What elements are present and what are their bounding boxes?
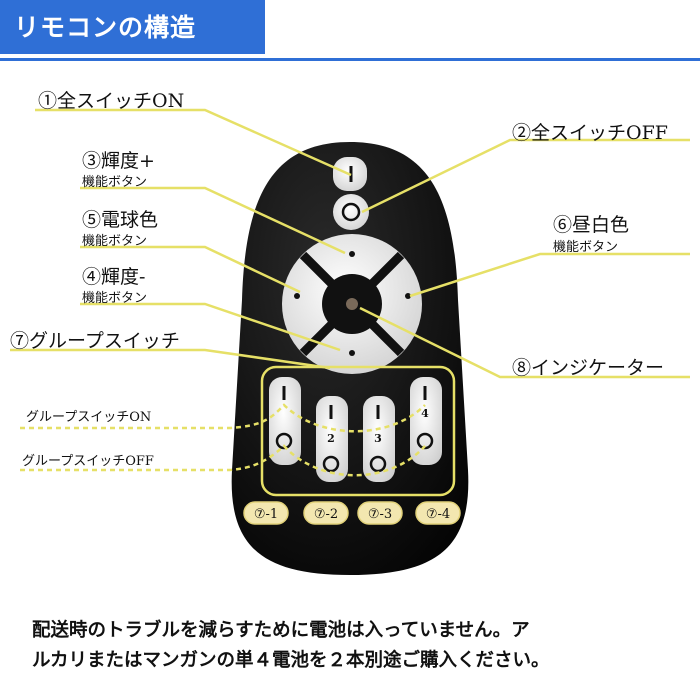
indicator-light — [346, 298, 358, 310]
label-brightness-down-sub: 機能ボタン — [82, 291, 148, 306]
label-daylight-color-sub: 機能ボタン — [553, 240, 619, 255]
page-title: リモコンの構造 — [14, 13, 197, 42]
label-group-on: グループスイッチON — [26, 410, 152, 425]
group-number-4: 4 — [421, 407, 429, 420]
label-group-switch: ⑦グループスイッチ — [10, 330, 180, 352]
group-number-2: 2 — [327, 432, 335, 445]
title-underline — [0, 58, 700, 61]
group-number-3: 3 — [374, 432, 382, 445]
battery-notice: 配送時のトラブルを減らすために電池は入っていません。ア ルカリまたはマンガンの単… — [32, 616, 682, 676]
badge-7-1-shape — [243, 501, 289, 525]
label-brightness-up: ③輝度+ — [82, 150, 155, 172]
dpad-dot-bottom — [349, 350, 355, 356]
badge-7-2: ⑦-2 — [314, 507, 338, 522]
label-daylight-color: ⑥昼白色 — [553, 214, 630, 236]
all-off-button-shape — [333, 194, 369, 230]
leader-8 — [359, 306, 690, 379]
group-off-arc — [20, 444, 426, 477]
label-brightness-down: ④輝度- — [82, 266, 146, 288]
dpad-dot-right — [405, 293, 411, 299]
label-warm-color-sub: 機能ボタン — [82, 234, 148, 249]
title-banner: リモコンの構造 — [0, 0, 265, 54]
leader-6 — [409, 252, 690, 298]
leader-3 — [80, 186, 346, 255]
battery-notice-line-2: ルカリまたはマンガンの単４電池を２本別途ご購入ください。 — [32, 650, 550, 671]
badge-7-4: ⑦-4 — [426, 507, 450, 522]
badge-7-2-shape — [303, 501, 349, 525]
leader-4 — [80, 302, 341, 352]
leader-1 — [35, 108, 352, 177]
badge-7-3: ⑦-3 — [368, 507, 392, 522]
leader-7 — [10, 348, 331, 370]
badge-7-1: ⑦-1 — [254, 507, 278, 522]
label-warm-color: ⑤電球色 — [82, 209, 159, 231]
label-brightness-up-sub: 機能ボタン — [82, 175, 148, 190]
leader-2 — [361, 138, 690, 214]
label-all-off: ②全スイッチOFF — [512, 122, 668, 144]
group-switch-box — [260, 365, 456, 497]
dpad-dot-top — [349, 251, 355, 257]
all-off-mark — [341, 202, 361, 222]
label-all-on: ①全スイッチON — [38, 90, 185, 112]
leader-5 — [80, 245, 301, 294]
dpad-dot-left — [294, 293, 300, 299]
badge-7-3-shape — [357, 501, 403, 525]
group-badges: ⑦-1 ⑦-2 ⑦-3 ⑦-4 — [243, 501, 461, 525]
badge-7-4-shape — [415, 501, 461, 525]
label-indicator: ⑧インジケーター — [512, 357, 665, 379]
group-on-arc — [20, 403, 426, 433]
label-group-off: グループスイッチOFF — [22, 454, 154, 469]
battery-notice-line-1: 配送時のトラブルを減らすために電池は入っていません。ア — [32, 620, 530, 641]
